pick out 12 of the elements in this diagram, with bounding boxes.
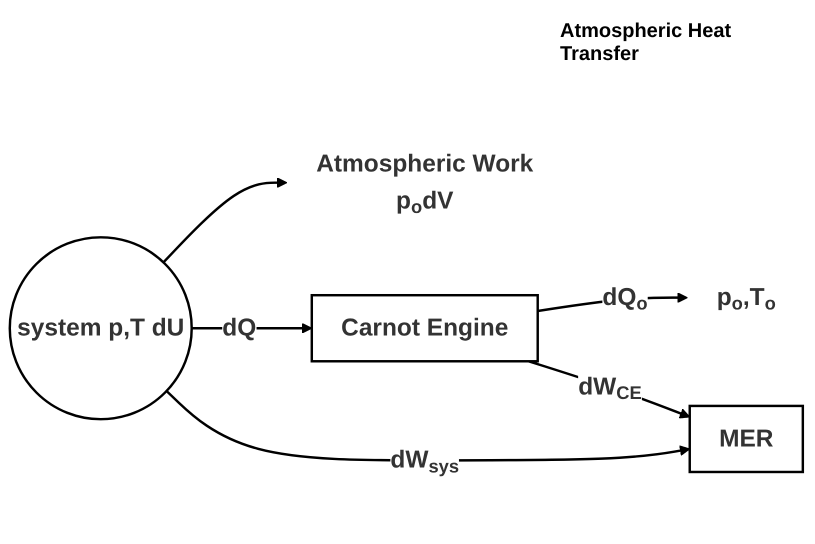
node-box: Carnot Engine xyxy=(310,294,539,362)
node-text: p$_{o}$,T$_{o}$ xyxy=(716,284,776,314)
arrow xyxy=(162,177,288,264)
edge-label: dW$_{sys}$ xyxy=(390,446,460,478)
arrow xyxy=(528,360,690,418)
node-text: Atmospheric Work p$_{o}$dV xyxy=(316,150,534,218)
edge-label: dW$_{CE}$ xyxy=(578,374,642,404)
node-circle: system p,T dU xyxy=(8,236,193,420)
edge-label: dQ$_{o}$ xyxy=(602,284,648,314)
edge-label: dQ xyxy=(222,314,256,342)
annotation-text: Atmospheric Heat Transfer xyxy=(560,20,732,66)
node-box: MER xyxy=(688,404,804,474)
